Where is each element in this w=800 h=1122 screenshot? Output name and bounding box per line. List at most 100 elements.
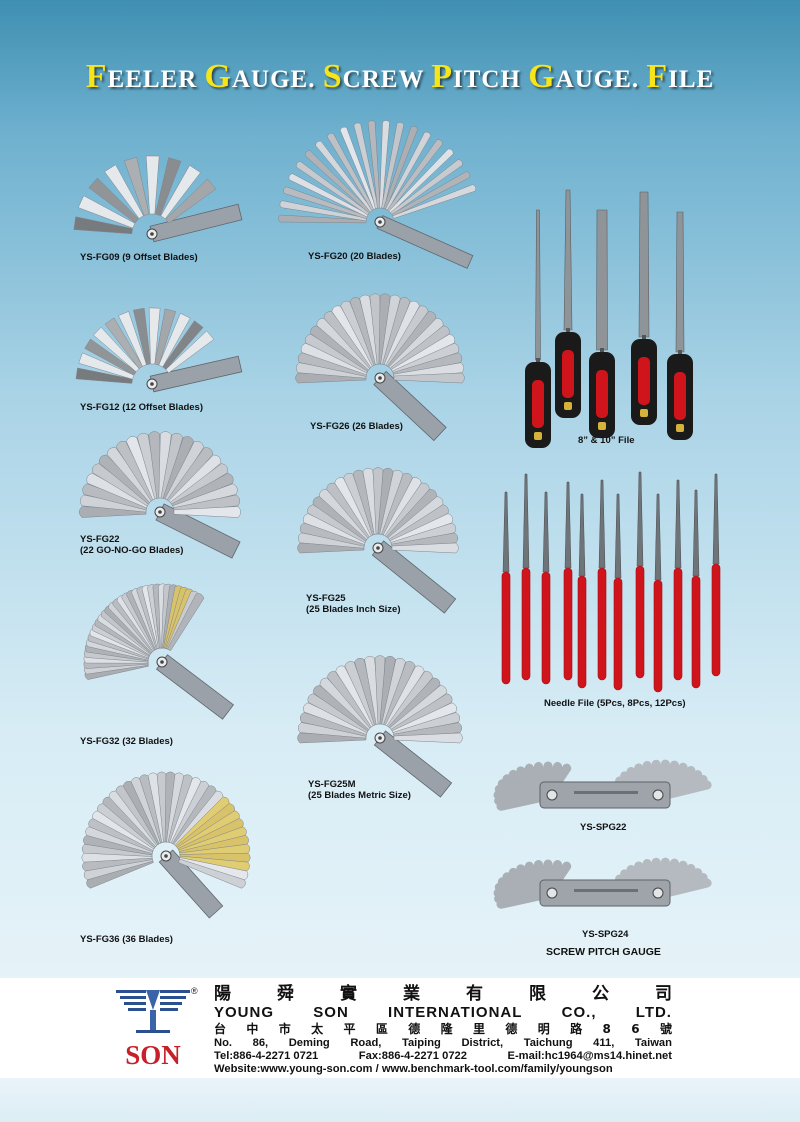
gauge-blade [102,796,158,849]
company-email[interactable]: E-mail:hc1964@ms14.hinet.net [507,1050,672,1062]
file-2 [589,209,615,438]
gauge-blade [302,513,367,545]
gauge-blade [148,307,161,365]
needle-file-11 [711,473,721,677]
gauge-blade [335,665,376,728]
logo-text: SON [125,1040,181,1070]
gauge-blade [177,818,244,853]
gauge-blade [339,126,377,210]
company-footer [0,978,800,1078]
gauge-blade [178,858,246,889]
file-handle-grip [674,372,686,420]
logo-wing-icon [116,990,190,1033]
needle-file-handle [635,565,645,679]
needle-file-handle [673,567,683,681]
file-tang [600,348,604,354]
gauge-blade [362,467,379,535]
gauge-blade [104,317,143,369]
gauge-blade [393,362,465,379]
gauge-blade [82,483,148,511]
gauge-blade [179,835,249,856]
gauge-blade [154,308,177,366]
company-address-cn-char-10: 明 [537,1022,550,1036]
company-name-cn-char-3: 業 [403,984,420,1004]
gauge-blade [313,685,371,732]
gauge-blade [315,140,373,213]
gauge-blade [393,732,463,744]
company-address-en-word-7: 411, [593,1037,615,1049]
needle-file-handle [501,571,511,685]
gauge-blade [86,858,154,889]
gauge-blade [319,677,372,730]
gauge-blade [392,352,463,377]
company-name-en-word-1: SON [313,1004,349,1021]
gauge-blade [391,702,457,735]
needle-file-4 [577,493,587,689]
pitch-gauge-body [539,879,671,907]
gauge-blade [295,362,367,379]
needle-file-blade [712,473,720,565]
company-name-en-word-2: INTERNATIONAL [388,1004,523,1021]
needle-file-handle [597,567,607,681]
gauge-blade [178,826,247,854]
company-website-line: Website:www.young-son.com / www.benchmar… [214,1063,672,1076]
gauge-blade [172,785,217,846]
gauge-blade [307,693,370,734]
needle-file-handle [541,571,551,685]
gauge-blade [384,482,430,539]
company-name-cn-char-0: 陽 [214,984,231,1004]
company-contact: Tel:886-4-2271 0721 Fax:886-4-2271 0722 … [214,1050,672,1063]
needle-file-3 [563,481,573,681]
pitch-gauge-pivot [546,887,558,899]
gauge-blade [379,469,404,536]
company-website[interactable]: Website:www.young-son.com / www.benchmar… [214,1063,613,1075]
company-address-en-word-2: Deming [288,1037,330,1049]
needle-file-6 [613,493,623,691]
gauge-blade [176,810,240,851]
gauge-blade [344,661,377,727]
gauge-blade [359,294,380,365]
gauge-pivot-center [150,232,154,236]
product-label-fg26: YS-FG26 (26 Blades) [310,421,403,432]
registered-mark: ® [191,986,198,996]
company-address-cn-char-6: 德 [408,1022,421,1036]
gauge-blade [378,293,391,365]
gauge-blade [383,126,418,210]
gauge-blade [331,305,375,368]
gauge-blade [75,367,133,384]
gauge-blade [297,352,368,377]
gauge-blade [383,300,420,367]
gauge-blade [388,148,454,214]
company-name-cn-char-1: 舜 [277,984,294,1004]
gauge-blade [167,593,205,652]
needle-file-8 [653,493,663,693]
company-name-cn-char-5: 限 [529,984,546,1004]
pitch-gauge-pivot [652,789,664,801]
gauge-pivot-center [164,854,168,858]
needle-file-handle [711,563,721,677]
gauge-blade [393,722,463,739]
gauge-blade [379,120,390,209]
gauge-blade [343,472,375,537]
gauge-blade [173,494,241,513]
company-address-cn-char-14: 號 [659,1022,672,1036]
company-address-cn-char-3: 太 [311,1022,324,1036]
needle-file-handle [653,579,663,693]
company-address-cn-char-2: 市 [278,1022,291,1036]
gauge-blade [354,657,379,726]
file-handle-grip [532,380,544,428]
gauge-blade [327,132,375,211]
gauge-blade [323,311,373,369]
company-name-en-word-3: CO., [561,1004,597,1021]
gauge-blade [123,156,150,216]
file-handle-grip [638,357,650,405]
gauge-blade [84,338,137,376]
gauge-blade [115,441,156,502]
gauge-pivot-center [150,382,154,386]
gauge-blade [179,852,251,863]
